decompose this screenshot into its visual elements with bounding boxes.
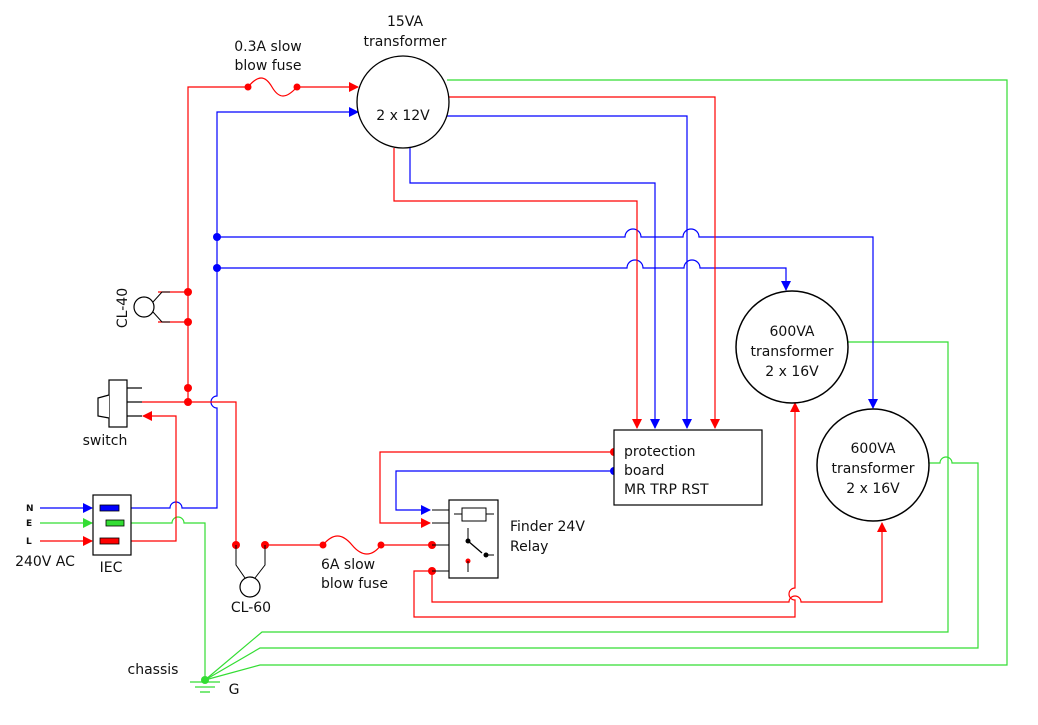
dot-cl40-top xyxy=(184,288,192,296)
neutral-wire-main xyxy=(125,107,359,509)
t600a-label-line2: transformer xyxy=(750,344,833,360)
live-wire-main xyxy=(142,86,248,403)
iec-pin-e-label: E xyxy=(26,519,32,529)
relay-coil-wire-red xyxy=(379,451,614,528)
relay-out-600a xyxy=(413,402,800,618)
secondary-red-1 xyxy=(393,148,642,429)
relay-label-line1: Finder 24V xyxy=(510,519,585,535)
ground-label: G xyxy=(229,682,240,698)
cl60-label: CL-60 xyxy=(231,600,271,616)
transformer-15va xyxy=(356,55,450,149)
dot-fuse2-in xyxy=(319,541,327,549)
chassis-label: chassis xyxy=(128,662,179,678)
transformer-600va-a xyxy=(735,290,849,404)
iec-live-pin xyxy=(99,537,120,545)
earth-wire-iec xyxy=(125,516,206,680)
junction-dots xyxy=(184,83,618,684)
dot-cl40-bottom xyxy=(184,318,192,326)
relay-coil xyxy=(461,507,487,522)
dot-fuse1-in xyxy=(244,83,252,91)
finder-relay xyxy=(432,499,499,579)
neutral-branch-600a xyxy=(217,259,791,291)
protection-board xyxy=(613,429,763,506)
t600b-label-line2: transformer xyxy=(831,461,914,477)
fuse2-label-line1: 6A slow xyxy=(321,557,375,573)
live-wire-switch xyxy=(125,411,177,542)
iec-earth-pin xyxy=(105,519,125,527)
iec-neutral-pin xyxy=(99,504,120,512)
relay-label-line2: Relay xyxy=(510,539,548,555)
fuse2-label-line2: blow fuse xyxy=(321,576,388,592)
fuse2-element xyxy=(322,535,382,555)
protection-label-line3: MR TRP RST xyxy=(624,482,709,498)
protection-label-line2: board xyxy=(624,463,664,479)
live-wires xyxy=(40,77,887,618)
t15-label-line1: 15VA xyxy=(387,14,423,30)
iec-label: IEC xyxy=(100,560,123,576)
t600a-label-line3: 2 x 16V xyxy=(765,364,819,380)
t600b-label-line1: 600VA xyxy=(851,441,896,457)
secondary-red-2 xyxy=(447,96,720,429)
neutral-wires xyxy=(40,107,878,515)
dot-neutral-1 xyxy=(213,233,221,241)
dot-neutral-2 xyxy=(213,264,221,272)
t600a-label-line1: 600VA xyxy=(770,324,815,340)
earth-wire-600b xyxy=(204,456,979,681)
iec-pin-n-label: N xyxy=(26,504,34,514)
relay-coil-wire-blue xyxy=(395,470,614,515)
earth-wire-600a xyxy=(204,341,949,681)
fuse1-element xyxy=(247,77,298,97)
dot-switch-2 xyxy=(184,398,192,406)
secondary-blue-2 xyxy=(447,115,692,429)
ground-symbol xyxy=(190,681,220,693)
switch-label: switch xyxy=(83,433,128,449)
earth-wires xyxy=(125,79,1008,681)
secondary-blue-1 xyxy=(409,148,660,429)
neutral-branch-600b xyxy=(217,228,878,409)
relay-out-600b xyxy=(431,522,887,603)
mains-switch xyxy=(97,379,142,428)
cl60-thermistor xyxy=(235,545,266,598)
transformer-600va-b xyxy=(816,408,930,522)
cl40-thermistor xyxy=(133,291,170,323)
mains-label: 240V AC xyxy=(15,554,75,570)
t600b-label-line3: 2 x 16V xyxy=(846,481,900,497)
live-wire-cl60 xyxy=(188,401,237,545)
t15-label-line2: transformer xyxy=(363,34,446,50)
protection-label-line1: protection xyxy=(624,444,696,460)
dot-fuse1-out xyxy=(293,83,301,91)
cl40-label: CL-40 xyxy=(115,288,131,328)
dot-switch-1 xyxy=(184,384,192,392)
iec-inlet xyxy=(92,494,132,556)
t15-inner-label: 2 x 12V xyxy=(376,108,430,124)
fuse1-label-line2: blow fuse xyxy=(235,58,302,74)
dot-chassis xyxy=(201,676,209,684)
fuse1-label-line1: 0.3A slow xyxy=(234,39,302,55)
iec-pin-l-label: L xyxy=(26,537,32,547)
earth-wire-15va xyxy=(204,79,1008,681)
dot-fuse2-out xyxy=(377,541,385,549)
